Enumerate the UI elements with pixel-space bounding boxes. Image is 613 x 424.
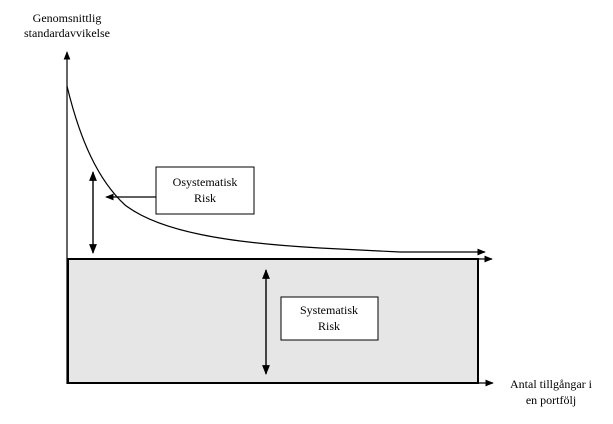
y-axis-label: Genomsnittlig standardavvikelse <box>24 11 110 40</box>
systematic-label-line1: Systematisk <box>300 303 358 317</box>
systematic-risk-region <box>67 258 479 384</box>
unsystematic-risk-box: Osystematisk Risk <box>155 166 255 215</box>
x-axis-label-line2: en portfölj <box>526 393 576 407</box>
unsystematic-label-line1: Osystematisk <box>173 175 238 189</box>
systematic-label-line2: Risk <box>318 319 340 333</box>
total-risk-curve <box>66 85 401 253</box>
systematic-risk-box: Systematisk Risk <box>280 296 379 341</box>
unsystematic-label-line2: Risk <box>194 191 216 205</box>
x-axis-label: Antal tillgångar i en portfölj <box>510 377 593 407</box>
y-axis-label-line1: Genomsnittlig <box>33 11 102 25</box>
x-axis-label-line1: Antal tillgångar i <box>510 377 593 391</box>
y-axis-label-line2: standardavvikelse <box>24 26 110 40</box>
